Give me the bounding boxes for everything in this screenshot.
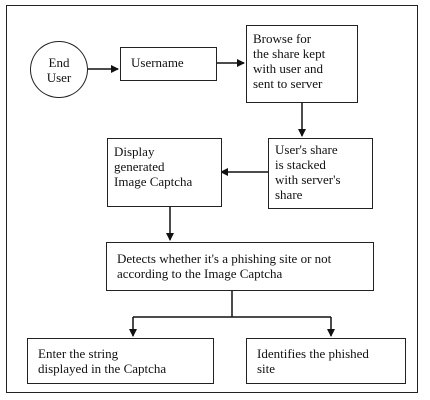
node-username: Username	[120, 47, 217, 81]
node-display-captcha: Display generated Image Captcha	[107, 138, 222, 207]
node-enter-string: Enter the string displayed in the Captch…	[27, 338, 214, 384]
node-detects-phishing: Detects whether it's a phishing site or …	[106, 242, 374, 291]
node-share-stacked: User's share is stacked with server's sh…	[268, 138, 373, 209]
node-browse-share: Browse for the share kept with user and …	[246, 25, 358, 103]
node-end-user: End User	[30, 41, 88, 98]
node-identifies-phished: Identifies the phished site	[246, 338, 406, 384]
